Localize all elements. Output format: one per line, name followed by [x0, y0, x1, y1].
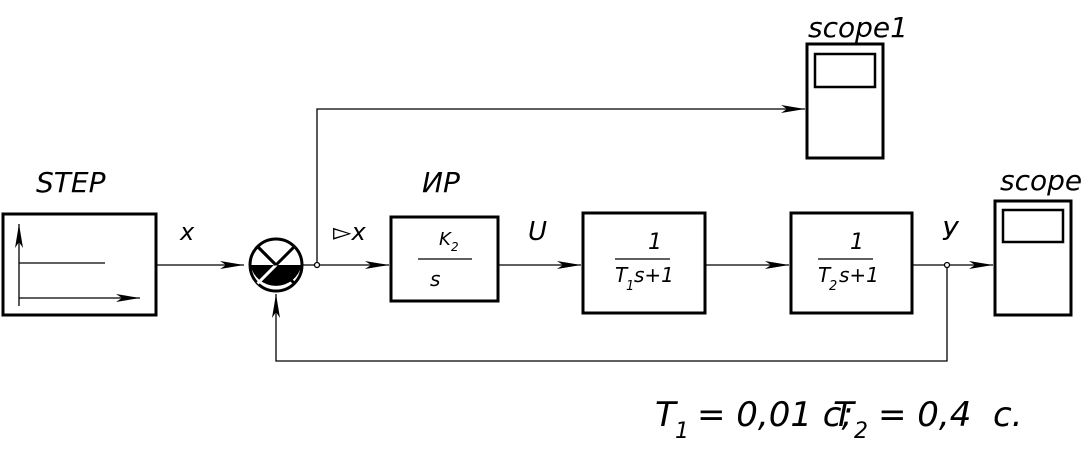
scope-frame [993, 199, 1073, 317]
controller-denominator: s [430, 267, 440, 291]
controller-block [389, 215, 500, 303]
param-t2-symbol: T [833, 395, 856, 435]
param-t2-value: = 0,4 c. [878, 395, 1022, 435]
scope1-label: scope1 [808, 11, 908, 44]
signal-x-label: x [179, 218, 195, 246]
param-t1-sub: 1 [675, 419, 689, 444]
plant1-block [581, 211, 707, 315]
plant1-den-sub: 1 [626, 279, 634, 294]
controller-numerator-sub: 2 [451, 240, 459, 254]
step-label: STEP [36, 166, 106, 199]
step-block [1, 212, 158, 317]
plant2-den-T: T [818, 263, 832, 287]
scope1-block [805, 42, 885, 160]
summing-junction [248, 237, 304, 293]
summing-junction-negative-sector [250, 265, 302, 286]
signal-u-label: U [528, 217, 547, 247]
parameters-caption: T 1 = 0,01 c; T 2 = 0,4 c. [655, 395, 1022, 444]
param-t1-value: = 0,01 c; [697, 395, 853, 435]
scope1-feed-line [316, 105, 805, 262]
step-block-frame [1, 212, 158, 317]
controller-label: ИР [422, 166, 460, 199]
scope1-screen [813, 52, 877, 89]
plant1-den-rest: s+1 [634, 263, 674, 287]
summing-junction-cross-c [274, 245, 296, 267]
feedback-line [272, 268, 948, 362]
param-t1-symbol: T [655, 395, 678, 435]
plant1-den-T: T [615, 263, 629, 287]
controller-numerator: K [439, 229, 452, 250]
branch-point-dx [313, 261, 321, 269]
summing-junction-cross-b [256, 245, 278, 267]
plant2-block [789, 211, 914, 315]
plant2-den-sub: 2 [829, 279, 837, 294]
scope-label: scope [1000, 164, 1082, 197]
plant1-numerator: 1 [648, 230, 662, 255]
scope-screen [1001, 208, 1065, 244]
scope1-frame [805, 42, 885, 160]
param-t2-sub: 2 [854, 419, 868, 444]
plant2-numerator: 1 [850, 230, 864, 255]
signal-y-label: У [942, 217, 960, 247]
signal-dx-label: ▻x [333, 218, 366, 246]
plant2-den-rest: s+1 [839, 263, 879, 287]
scope-block [993, 199, 1073, 317]
branch-point-y [943, 261, 951, 269]
